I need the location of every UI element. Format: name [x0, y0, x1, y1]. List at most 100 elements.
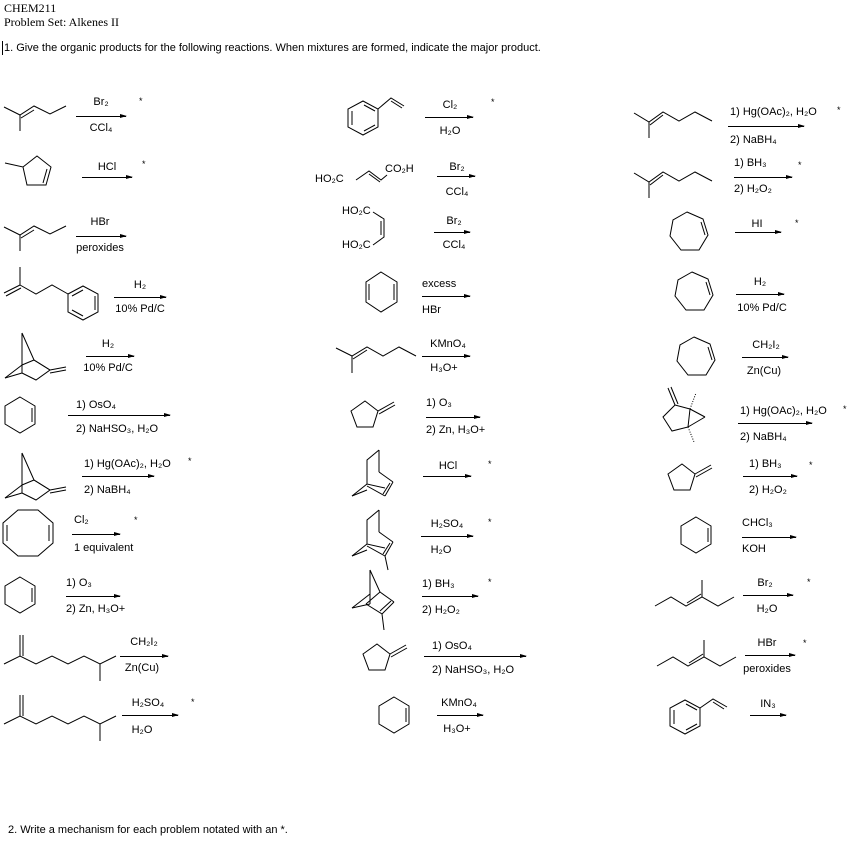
substrate-structure — [633, 111, 713, 138]
substrate-structure — [3, 695, 117, 741]
reaction-arrow — [423, 474, 472, 478]
mechanism-asterisk: * — [491, 97, 495, 107]
reagent-above: HCl — [97, 161, 117, 173]
reagent-below: 2) NaHSO₃, H₂O — [76, 423, 159, 435]
reagent-below: 10% Pd/C — [83, 362, 133, 374]
mechanism-asterisk: * — [191, 697, 195, 707]
mechanism-asterisk: * — [795, 218, 799, 228]
reagent-below: 2) NaBH₄ — [730, 134, 777, 146]
reagent-above: excess — [422, 278, 457, 290]
substrate-structure — [674, 271, 714, 311]
reagent-above: 1) Hg(OAc)₂, H₂O — [730, 106, 817, 118]
substrate-structure — [335, 346, 417, 373]
reagent-below: 2) H₂O₂ — [734, 183, 772, 195]
reaction-arrow — [66, 594, 121, 598]
reagent-below: 10% Pd/C — [737, 302, 787, 314]
reaction-arrow — [72, 532, 121, 536]
reagent-below: HBr — [422, 304, 441, 316]
reagent-above: 1) OsO₄ — [76, 399, 116, 411]
reaction-arrow — [422, 354, 471, 358]
substrate-structure — [662, 386, 706, 443]
substrate-structure — [2, 509, 54, 557]
reagent-below: 10% Pd/C — [115, 303, 165, 315]
reagent-below: 2) NaBH₄ — [84, 484, 131, 496]
reaction-arrow — [76, 234, 127, 238]
reaction-arrow — [68, 413, 171, 417]
substrate-structure — [667, 463, 713, 491]
mechanism-asterisk: * — [843, 404, 847, 414]
substrate-structure — [3, 635, 117, 681]
reaction-arrow — [426, 415, 481, 419]
reaction-arrow — [742, 535, 797, 539]
substrate-structure — [633, 171, 713, 198]
substrate-structure — [4, 452, 67, 501]
substrate-structure — [351, 509, 394, 571]
reagent-below: 2) NaBH₄ — [740, 431, 787, 443]
reagent-below: H₂O — [439, 125, 461, 137]
mechanism-asterisk: * — [798, 160, 802, 170]
reagent-below: H₂O — [430, 544, 452, 556]
substrate-structure — [669, 211, 709, 251]
reaction-arrow — [120, 654, 169, 658]
substrate-structure — [362, 643, 408, 671]
reagent-above: Br₂ — [446, 215, 462, 227]
reaction-arrow — [434, 230, 471, 234]
reaction-arrow — [734, 175, 793, 179]
reagent-above: Br₂ — [757, 577, 773, 589]
reagent-above: 1) OsO₄ — [432, 640, 472, 652]
reagent-above: HBr — [757, 637, 777, 649]
substrate-structure — [676, 336, 716, 376]
reagent-above: 1) Hg(OAc)₂, H₂O — [740, 405, 827, 417]
reaction-arrow — [743, 474, 798, 478]
reaction-arrow — [735, 230, 782, 234]
substrate-structure — [355, 170, 388, 183]
substituent-label: CO₂H — [385, 163, 414, 175]
reaction-arrow — [122, 713, 179, 717]
mechanism-asterisk: * — [142, 159, 146, 169]
reagent-below: CCl₄ — [445, 186, 469, 198]
text-cursor — [2, 41, 3, 55]
mechanism-asterisk: * — [488, 459, 492, 469]
document-title: Problem Set: Alkenes II — [4, 15, 119, 29]
reagent-below: KOH — [742, 543, 766, 555]
mechanism-asterisk: * — [488, 577, 492, 587]
reaction-arrow — [437, 174, 476, 178]
reagent-below: CCl₄ — [89, 122, 113, 134]
substrate-structure — [3, 105, 67, 131]
reagent-below: H₂O — [756, 603, 778, 615]
reagent-above: KMnO₄ — [430, 338, 466, 350]
reagent-above: CHCl₃ — [742, 517, 773, 529]
reagent-below: 2) H₂O₂ — [422, 604, 460, 616]
reagent-below: peroxides — [76, 242, 124, 254]
reagent-below: CCl₄ — [442, 239, 466, 251]
substrate-structure — [4, 155, 52, 186]
reaction-arrow — [728, 124, 805, 128]
reaction-arrow — [742, 355, 789, 359]
substituent-label: HO₂C — [315, 173, 344, 185]
reagent-below: 2) NaHSO₃, H₂O — [432, 664, 515, 676]
mechanism-asterisk: * — [809, 460, 813, 470]
reagent-above: H₂ — [101, 338, 115, 350]
substrate-structure — [351, 569, 395, 631]
reagent-above: H₂SO₄ — [131, 697, 165, 709]
substrate-structure — [378, 696, 410, 734]
substituent-label: HO₂C — [342, 239, 371, 251]
reagent-above: Br₂ — [449, 161, 465, 173]
reagent-above: Cl₂ — [442, 99, 458, 111]
substrate-structure — [3, 267, 99, 321]
reaction-arrow — [76, 114, 127, 118]
reaction-arrow — [422, 594, 479, 598]
substrate-structure — [372, 211, 385, 246]
reagent-above: 1) BH₃ — [734, 157, 767, 169]
reaction-arrow — [743, 593, 794, 597]
reagent-below: 2) Zn, H₃O+ — [426, 424, 486, 436]
reagent-below: peroxides — [743, 663, 791, 675]
course-code: CHEM211 — [4, 1, 57, 15]
substrate-structure — [365, 271, 398, 313]
substrate-structure — [350, 400, 396, 428]
reagent-above: H₂SO₄ — [430, 518, 464, 530]
reaction-arrow — [745, 653, 796, 657]
reagent-above: H₂ — [133, 279, 147, 291]
reagent-above: IN₃ — [760, 698, 776, 710]
substrate-structure — [4, 332, 67, 381]
